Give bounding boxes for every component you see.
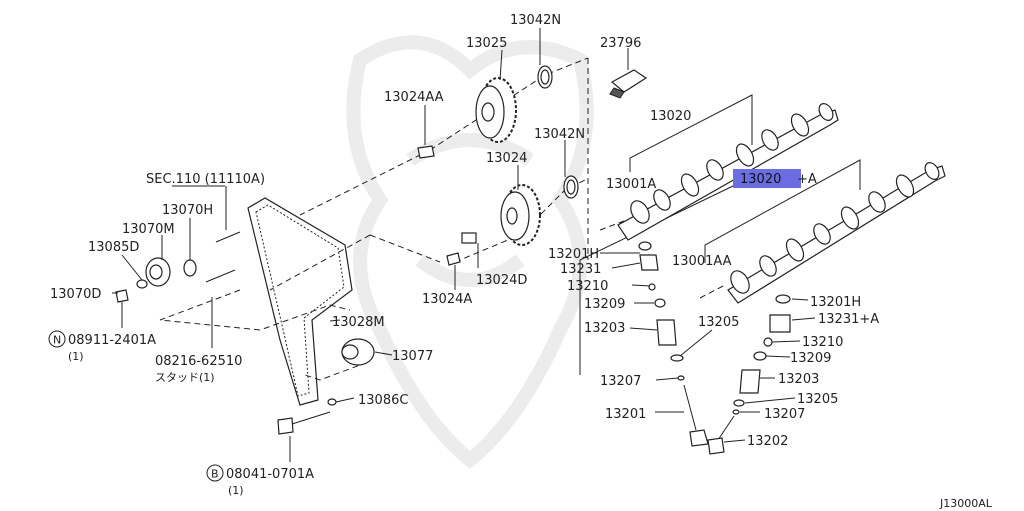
idler-13077 (327, 338, 375, 406)
camshaft-13020 (617, 103, 839, 241)
label-08911-2401A[interactable]: 08911-2401A (68, 333, 156, 348)
label-13203-a[interactable]: 13203 (584, 321, 625, 336)
label-13210-b[interactable]: 13210 (802, 335, 843, 350)
fastener-callouts: N 08911-2401A (1) 08216-62510 スタッド(1) B … (48, 330, 314, 497)
label-13070H[interactable]: 13070H (162, 203, 213, 218)
label-13086C[interactable]: 13086C (358, 393, 408, 408)
cam-pulley-13025 (475, 65, 553, 143)
label-13042N-b[interactable]: 13042N (534, 127, 585, 142)
label-13201[interactable]: 13201 (605, 407, 646, 422)
label-sec110[interactable]: SEC.110 (11110A) (146, 172, 265, 187)
label-13024[interactable]: 13024 (486, 151, 527, 166)
label-13210-a[interactable]: 13210 (567, 279, 608, 294)
diagram-reference-code: J13000AL (939, 497, 993, 510)
label-13209-a[interactable]: 13209 (584, 297, 625, 312)
tensioner-13070 (115, 257, 197, 303)
label-13024AA[interactable]: 13024AA (384, 90, 444, 105)
label-13201H-b[interactable]: 13201H (810, 295, 861, 310)
label-13205-a[interactable]: 13205 (698, 315, 739, 330)
label-13024D[interactable]: 13024D (476, 273, 527, 288)
label-13042N-a[interactable]: 13042N (510, 13, 561, 28)
label-13025[interactable]: 13025 (466, 36, 507, 51)
label-13020-suffix[interactable]: +A (797, 172, 817, 187)
label-13209-b[interactable]: 13209 (790, 351, 831, 366)
n-symbol-icon (48, 330, 66, 348)
label-13077[interactable]: 13077 (392, 349, 433, 364)
label-13020-highlighted[interactable]: 13020 (740, 172, 781, 187)
bracket-lines (579, 94, 861, 375)
label-08041-qty: (1) (228, 484, 244, 497)
label-23796[interactable]: 23796 (600, 36, 641, 51)
b-symbol-icon (206, 464, 224, 482)
valve-train-left (638, 241, 709, 447)
camshaft-13020A (727, 162, 946, 304)
label-13201H-a[interactable]: 13201H (548, 247, 599, 262)
label-13024A[interactable]: 13024A (422, 292, 472, 307)
label-13001A[interactable]: 13001A (606, 177, 656, 192)
label-08041-0701A[interactable]: 08041-0701A (226, 467, 314, 482)
label-13202[interactable]: 13202 (747, 434, 788, 449)
selected-part-highlight (733, 169, 801, 188)
valve-train-right (707, 294, 791, 455)
label-13070M[interactable]: 13070M (122, 222, 175, 237)
sensor-23796 (609, 69, 648, 99)
leader-lines (112, 28, 816, 462)
label-13203-b[interactable]: 13203 (778, 372, 819, 387)
label-08216-note: スタッド(1) (155, 371, 215, 384)
label-13001AA[interactable]: 13001AA (672, 254, 732, 269)
timing-belt (247, 197, 353, 406)
label-13207-a[interactable]: 13207 (600, 374, 641, 389)
label-13028M[interactable]: 13028M (332, 315, 385, 330)
label-13205-b[interactable]: 13205 (797, 392, 838, 407)
n-symbol-letter: N (53, 334, 61, 347)
cam-pulley-13024 (461, 175, 579, 246)
part-labels: 13042N 13025 23796 13024AA 13020 13042N … (50, 13, 879, 449)
label-13231[interactable]: 13231 (560, 262, 601, 277)
label-13085D[interactable]: 13085D (88, 240, 139, 255)
bolts (205, 145, 461, 435)
label-08216-62510[interactable]: 08216-62510 (155, 354, 242, 369)
label-13070D[interactable]: 13070D (50, 287, 101, 302)
label-13020[interactable]: 13020 (650, 109, 691, 124)
label-13207-b[interactable]: 13207 (764, 407, 805, 422)
label-08911-qty: (1) (68, 350, 84, 363)
b-symbol-letter: B (211, 468, 219, 481)
label-13231A[interactable]: 13231+A (818, 312, 879, 327)
